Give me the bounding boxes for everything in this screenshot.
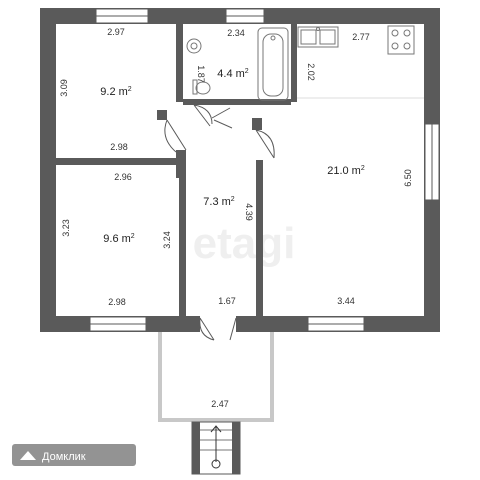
- sink-icon: [186, 38, 202, 54]
- dim-3-24: 3.24: [162, 231, 172, 249]
- entrance-steps: [191, 421, 241, 475]
- kitchen-fixtures: [297, 25, 424, 99]
- dim-3-09: 3.09: [59, 79, 69, 97]
- toilet-icon: [195, 81, 211, 95]
- dim-2-02: 2.02: [306, 63, 316, 81]
- door-entrance: [199, 317, 215, 341]
- wall-hall-post: [176, 150, 186, 178]
- wall-bath-bottom: [183, 99, 291, 105]
- door-bedroom-1: [164, 119, 187, 153]
- door-living: [255, 129, 275, 159]
- bathroom-fixtures: [186, 27, 289, 101]
- dim-1-67: 1.67: [218, 296, 236, 306]
- dim-2-98-bottom: 2.98: [108, 297, 126, 307]
- walls: [40, 8, 440, 332]
- door-entrance-b: [229, 317, 237, 341]
- wall-stub-1: [157, 110, 167, 120]
- area-living-kitchen: 21.0 m2: [327, 165, 365, 177]
- dim-2-98-top: 2.98: [110, 142, 128, 152]
- dim-2-34: 2.34: [227, 28, 245, 38]
- wall-hall-right: [256, 160, 263, 318]
- area-bathroom: 4.4 m2: [217, 68, 249, 80]
- dim-3-44: 3.44: [337, 296, 355, 306]
- left-wall: [40, 8, 56, 332]
- domclick-logo: Домклик: [12, 444, 136, 466]
- dim-2-96: 2.96: [114, 172, 132, 182]
- wall-stub-2: [252, 118, 262, 130]
- dim-6-50: 6.50: [403, 169, 413, 187]
- dim-2-77: 2.77: [352, 32, 370, 42]
- wall-bedrooms: [56, 158, 186, 165]
- dim-4-39: 4.39: [244, 203, 254, 221]
- dim-1-87: 1.87: [196, 65, 206, 83]
- dim-3-23: 3.23: [61, 219, 71, 237]
- wall-hall-left: [179, 178, 186, 316]
- wall-bath-right: [291, 24, 297, 102]
- area-bedroom-1: 9.2 m2: [100, 86, 132, 98]
- brand-name: Домклик: [42, 451, 86, 463]
- etagi-watermark: etagi: [193, 219, 296, 268]
- wall-bath-left: [176, 24, 183, 102]
- doors: [164, 104, 275, 341]
- stove-icon: [387, 25, 415, 55]
- area-bedroom-2: 9.6 m2: [103, 233, 135, 245]
- windows: [89, 8, 440, 332]
- dim-2-47: 2.47: [211, 399, 229, 409]
- porch-outline: [158, 332, 274, 422]
- door-hall-mid: [211, 107, 233, 129]
- bathtub-icon: [257, 27, 289, 101]
- house-icon: [20, 451, 36, 460]
- porch: [158, 332, 274, 422]
- dim-2-97: 2.97: [107, 27, 125, 37]
- door-bathroom: [193, 104, 213, 127]
- area-hall: 7.3 m2: [203, 196, 235, 208]
